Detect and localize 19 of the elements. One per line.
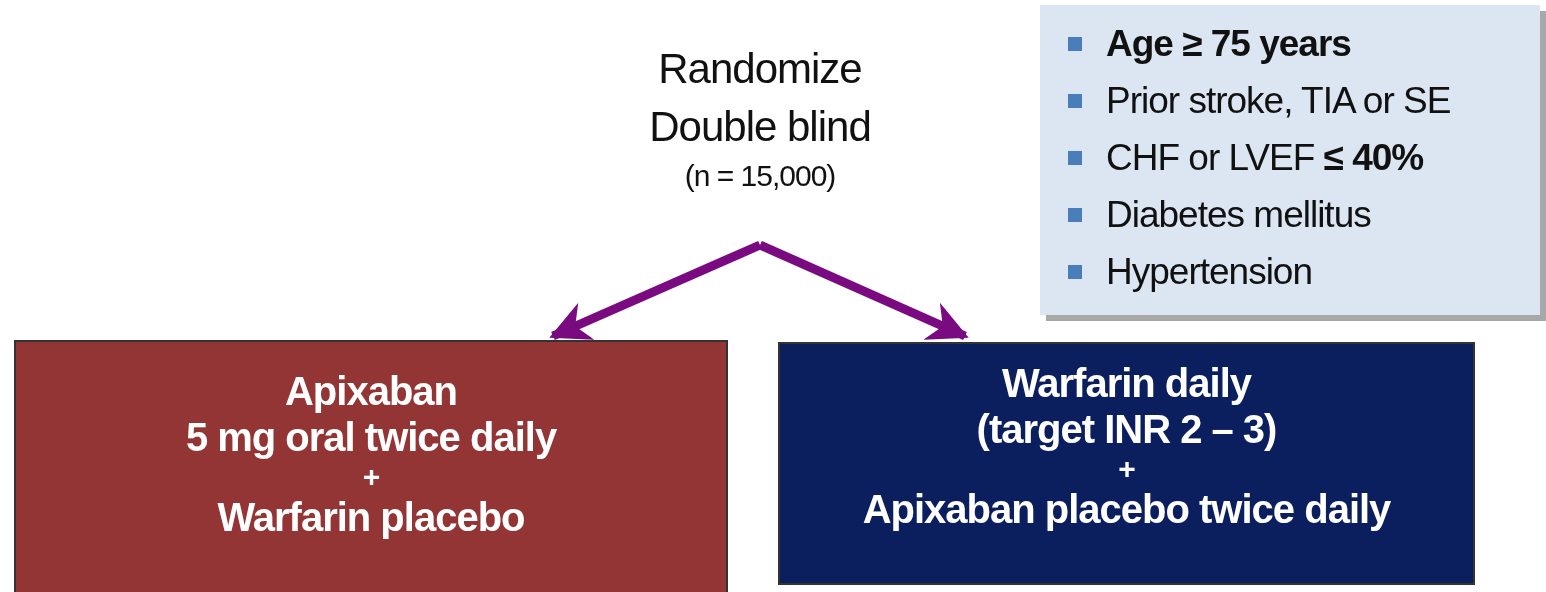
criterion-text: Prior stroke, TIA or SE [1106, 79, 1451, 123]
arm-text: Warfarin daily [1001, 360, 1253, 406]
criterion-text: Age ≥ 75 years [1106, 22, 1351, 66]
arm-text: Warfarin placebo [216, 494, 526, 540]
treatment-arm-box [778, 342, 1475, 585]
arm-text: Apixaban placebo twice daily [861, 486, 1392, 532]
criterion-text: CHF or LVEF ≤ 40% [1106, 136, 1424, 180]
arm-text: (target INR 2 – 3) [975, 406, 1278, 452]
sample-size-label: (n = 15,000) [683, 158, 837, 194]
arm-text: Apixaban [283, 368, 458, 414]
arrow [549, 240, 762, 341]
randomize-label: Randomize Double blind [648, 44, 872, 152]
plus-sign: + [1117, 452, 1136, 486]
plus-sign: + [361, 460, 381, 494]
criterion-text: Diabetes mellitus [1106, 193, 1371, 237]
criterion-text: Hypertension [1106, 250, 1312, 294]
treatment-arm-box [14, 340, 728, 592]
arm-text: 5 mg oral twice daily [184, 414, 558, 460]
arrow [758, 240, 969, 341]
